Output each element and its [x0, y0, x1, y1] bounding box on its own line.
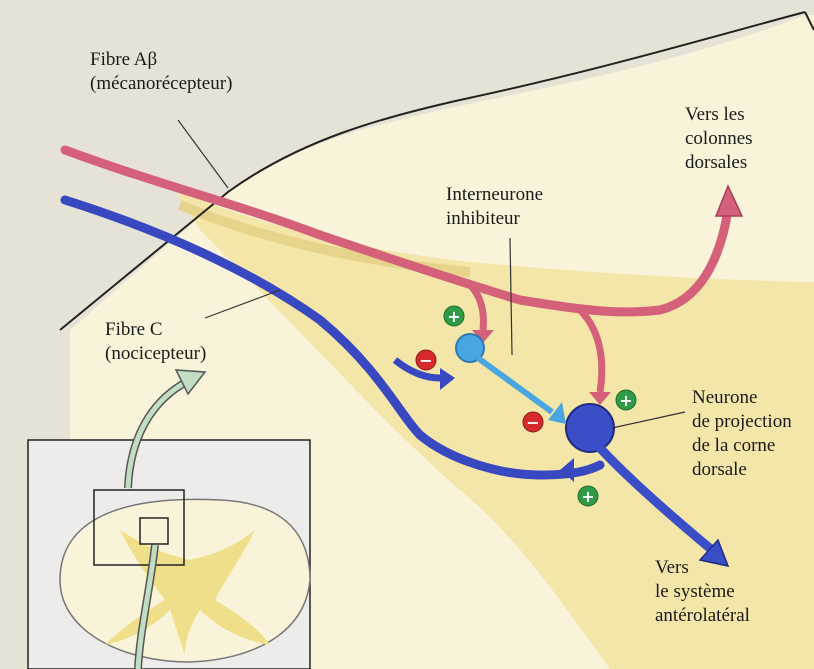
label-projection-line1: Neurone [692, 386, 792, 410]
label-projection-line3: de la corne [692, 434, 792, 458]
label-anterolateral-line1: Vers [655, 556, 750, 580]
plus-sign-inter: + [444, 306, 464, 326]
label-vers-colonnes: Vers les colonnes dorsales [685, 103, 753, 175]
label-colonnes-line3: dorsales [685, 151, 753, 175]
minus-sign-proj: − [523, 412, 543, 432]
svg-text:+: + [581, 487, 594, 506]
label-projection-line4: dorsale [692, 458, 792, 482]
minus-sign-c: − [416, 350, 436, 370]
label-fibre-ab-line2: (mécanorécepteur) [90, 72, 232, 96]
svg-text:+: + [447, 307, 460, 326]
label-fibre-c: Fibre C (nocicepteur) [105, 318, 206, 366]
label-fibre-ab-line1: Fibre Aβ [90, 48, 232, 72]
svg-text:−: − [419, 351, 432, 370]
label-neurone-projection: Neurone de projection de la corne dorsal… [692, 386, 792, 482]
label-interneurone-line1: Interneurone [446, 183, 543, 207]
label-fibre-c-line2: (nocicepteur) [105, 342, 206, 366]
plus-sign-ab-proj: + [616, 390, 636, 410]
svg-text:+: + [619, 391, 632, 410]
label-projection-line2: de projection [692, 410, 792, 434]
label-anterolateral-line3: antérolatéral [655, 604, 750, 628]
label-vers-anterolateral: Vers le système antérolatéral [655, 556, 750, 628]
label-interneurone: Interneurone inhibiteur [446, 183, 543, 231]
label-colonnes-line2: colonnes [685, 127, 753, 151]
projection-neuron-body [566, 404, 614, 452]
label-colonnes-line1: Vers les [685, 103, 753, 127]
label-anterolateral-line2: le système [655, 580, 750, 604]
label-fibre-ab: Fibre Aβ (mécanorécepteur) [90, 48, 232, 96]
label-fibre-c-line1: Fibre C [105, 318, 206, 342]
svg-text:−: − [526, 413, 539, 432]
label-interneurone-line2: inhibiteur [446, 207, 543, 231]
plus-sign-c-proj: + [578, 486, 598, 506]
